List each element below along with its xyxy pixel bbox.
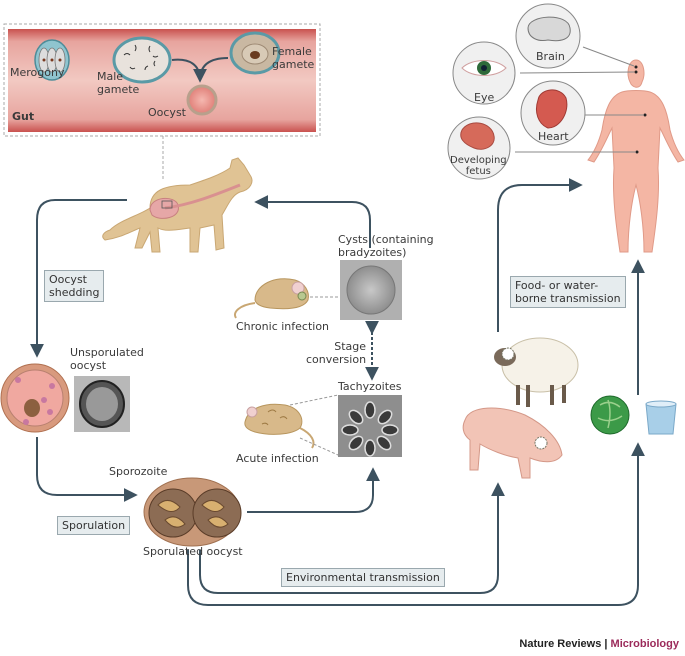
chronic-infection-label: Chronic infection — [236, 320, 330, 333]
eye-callout — [452, 41, 516, 105]
oocyst-cell — [186, 84, 218, 116]
tachyzoites-label: Tachyzoites — [338, 380, 402, 393]
gut-label: Gut — [12, 110, 35, 123]
cyst-to-cat-arrow — [254, 195, 371, 248]
female-gamete-cell — [229, 31, 281, 75]
environmental-to-food-arrow — [187, 442, 645, 606]
heart-label: Heart — [538, 130, 569, 143]
gut-panel-border — [3, 23, 321, 137]
journal-name: Nature Reviews — [519, 638, 602, 650]
acute-infection-label: Acute infection — [236, 452, 319, 465]
pig-illustration — [462, 407, 563, 479]
unsporulated-oocyst-illustration — [0, 363, 70, 433]
brain-label: Brain — [536, 50, 565, 63]
male-gamete-label: Male gamete — [97, 70, 140, 96]
sporozoite-label: Sporozoite — [109, 465, 168, 478]
journal-credit: Nature Reviews | Microbiology — [519, 638, 679, 650]
sporulation-box: Sporulation — [57, 516, 131, 535]
brain-callout — [515, 3, 581, 69]
sheep-illustration — [494, 337, 579, 407]
cycle-arrows — [30, 178, 645, 606]
fetus-callout — [447, 116, 511, 180]
water-glass-illustration — [645, 400, 677, 435]
environmental-transmission-box: Environmental transmission — [281, 568, 445, 587]
cysts-label: Cysts (containing bradyzoites) — [338, 233, 434, 259]
sporulation-arrow — [36, 437, 138, 502]
unsporulated-oocyst-label: Unsporulated oocyst — [70, 346, 144, 372]
oocyst-shedding-arrow — [30, 199, 127, 358]
mouse-chronic-illustration — [234, 278, 340, 319]
stage-conversion-label: Stage conversion — [306, 340, 367, 366]
merogony-cell — [34, 39, 70, 81]
eye-label: Eye — [474, 91, 495, 104]
environmental-transmission-arrow — [199, 482, 505, 594]
food-water-transmission-box: Food- or water- borne transmission — [510, 276, 626, 308]
fertilization-arrow — [193, 57, 229, 83]
sporulated-oocyst-label: Sporulated oocyst — [143, 545, 243, 558]
gut-panel — [3, 23, 321, 137]
bradyzoite-cyst-micrograph — [340, 260, 402, 320]
oocyst-shedding-box: Oocyst shedding — [44, 270, 105, 302]
journal-section: Microbiology — [610, 638, 679, 650]
heart-callout — [520, 80, 586, 146]
fetus-label: Developing fetus — [450, 155, 507, 177]
meat-to-human-arrow — [497, 178, 583, 332]
credit-separator: | — [601, 638, 611, 650]
female-gamete-label: Female gamete — [272, 45, 315, 71]
oocyst-to-intermediate-arrow — [247, 467, 380, 513]
sporulated-oocyst-illustration — [143, 477, 242, 547]
cat-illustration — [102, 157, 253, 253]
unsporulated-oocyst-micrograph — [74, 376, 130, 432]
male-gamete-cell — [112, 36, 172, 84]
oocyst-label: Oocyst — [148, 106, 186, 119]
organ-callouts — [447, 3, 644, 180]
mouse-acute-illustration — [244, 394, 339, 456]
human-illustration — [587, 59, 685, 253]
cabbage-illustration — [590, 395, 630, 435]
tachyzoite-micrograph — [338, 395, 402, 457]
merogony-label: Merogony — [10, 66, 65, 79]
